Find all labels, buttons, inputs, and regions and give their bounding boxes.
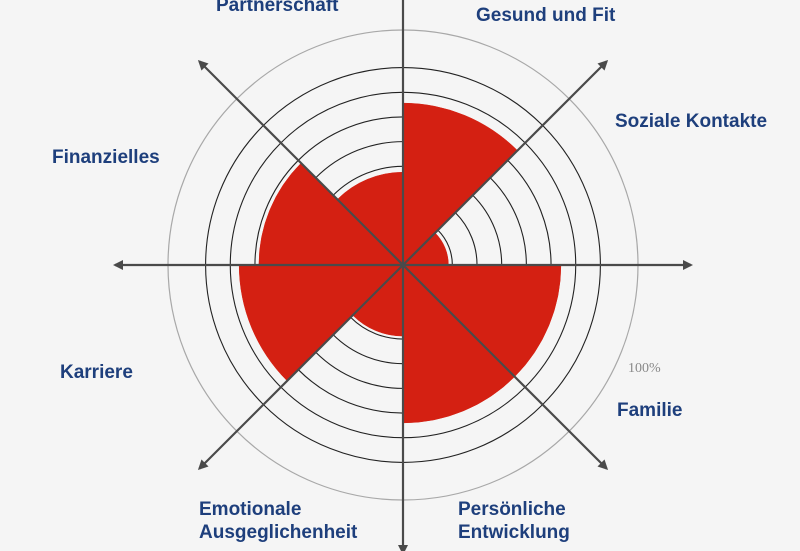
- category-label-line: Soziale Kontakte: [615, 111, 768, 132]
- category-label-7: Finanzielles: [52, 146, 160, 169]
- category-label-line: Emotionale: [199, 499, 302, 520]
- category-label-line: Karriere: [60, 362, 133, 383]
- scale-label-100: 100%: [628, 361, 661, 376]
- category-label-2: Soziale Kontakte: [615, 110, 767, 133]
- category-label-6: Karriere: [60, 361, 133, 384]
- category-label-8: Partnerschaft: [216, 0, 339, 17]
- category-label-line: Entwicklung: [458, 522, 570, 543]
- category-label-line: Persönliche: [458, 499, 566, 520]
- category-label-line: Ausgeglichenheit: [199, 522, 358, 543]
- axis-arrows: [113, 0, 693, 551]
- axis-line-4: [197, 59, 609, 471]
- category-label-1: Gesund und Fit: [476, 4, 615, 27]
- category-label-line: Familie: [617, 400, 683, 421]
- category-label-line: Gesund und Fit: [476, 5, 616, 26]
- category-label-line: Finanzielles: [52, 147, 160, 168]
- category-label-3: Familie: [617, 399, 682, 422]
- sector-1: [402, 102, 518, 266]
- category-label-line: Partnerschaft: [216, 0, 339, 16]
